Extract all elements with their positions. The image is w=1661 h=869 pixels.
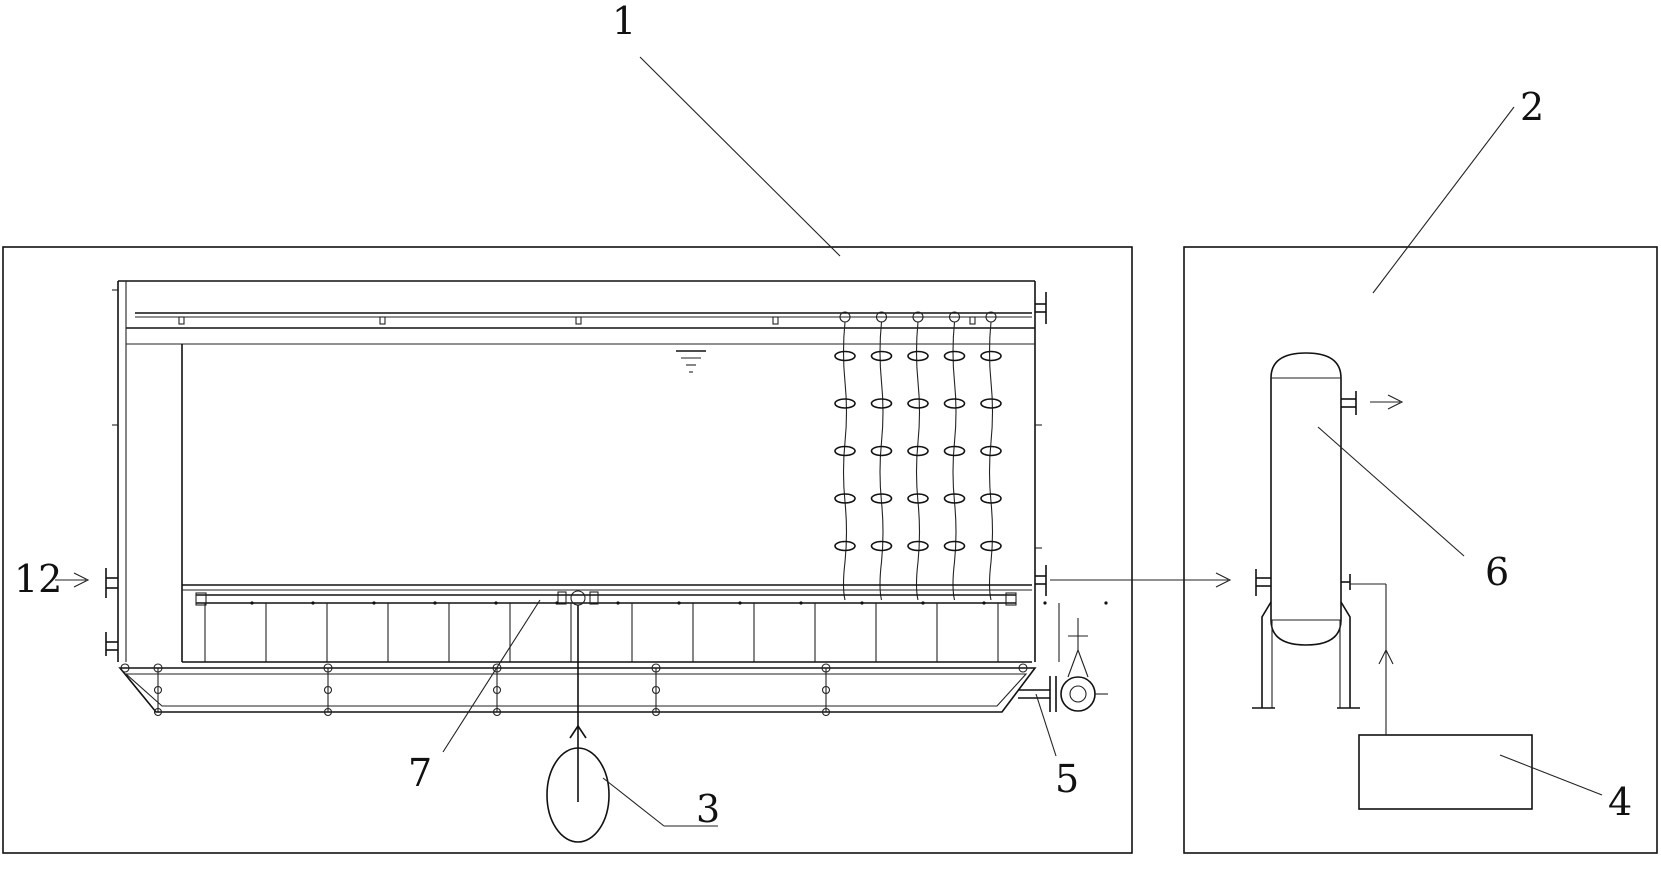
label-3: 3 bbox=[696, 787, 720, 831]
media-ring bbox=[943, 398, 966, 409]
media-ring bbox=[980, 493, 1002, 504]
media-ring bbox=[834, 493, 856, 504]
pipe-node bbox=[433, 601, 437, 605]
media-ring bbox=[943, 445, 966, 457]
hanging-media bbox=[834, 311, 1002, 601]
pipe-node bbox=[250, 601, 254, 605]
pipe-node bbox=[738, 601, 742, 605]
pipe-node bbox=[555, 601, 559, 605]
label-12: 12 bbox=[14, 557, 62, 601]
label-2: 2 bbox=[1520, 85, 1544, 129]
pipe-node bbox=[311, 601, 315, 605]
hanger-string bbox=[915, 321, 921, 601]
pump-icon bbox=[1018, 618, 1108, 712]
leader-lines bbox=[442, 56, 1603, 827]
media-ring bbox=[907, 398, 929, 409]
label-6: 6 bbox=[1485, 550, 1509, 594]
media-ring bbox=[870, 350, 893, 362]
hanger-string bbox=[842, 321, 848, 601]
frame-bolt bbox=[1018, 663, 1028, 673]
media-ring bbox=[980, 445, 1002, 457]
media-ring bbox=[834, 398, 856, 409]
pipe-node bbox=[494, 601, 498, 605]
media-ring bbox=[870, 445, 893, 457]
media-ring bbox=[907, 493, 929, 504]
pipe-node bbox=[799, 601, 803, 605]
media-ring bbox=[980, 350, 1002, 362]
media-ring bbox=[834, 540, 856, 552]
pipe-node bbox=[1104, 601, 1108, 605]
hanger-string bbox=[988, 321, 994, 601]
frame-1 bbox=[2, 246, 1133, 854]
media-ring bbox=[907, 445, 929, 457]
tank bbox=[105, 280, 1047, 662]
label-1: 1 bbox=[612, 0, 636, 43]
media-ring bbox=[907, 540, 929, 552]
air-source bbox=[546, 605, 610, 843]
label-5: 5 bbox=[1055, 757, 1079, 801]
media-ring bbox=[834, 445, 856, 457]
frame-bolt bbox=[120, 663, 130, 673]
pipe-node bbox=[1043, 601, 1047, 605]
hanger-string bbox=[952, 321, 957, 601]
media-ring bbox=[980, 540, 1002, 552]
aeration-pipe bbox=[182, 584, 1108, 663]
pipe-node bbox=[372, 601, 376, 605]
pipe-node bbox=[982, 601, 986, 605]
separator-vessel bbox=[1252, 352, 1360, 709]
pipe-node bbox=[677, 601, 681, 605]
hanger-string bbox=[879, 321, 884, 601]
media-ring bbox=[943, 350, 966, 362]
tank-bottom bbox=[118, 663, 1037, 717]
label-4: 4 bbox=[1608, 780, 1632, 824]
flow-arrow-icon bbox=[55, 394, 1404, 588]
frame-2 bbox=[1183, 246, 1658, 854]
feed-line bbox=[1350, 583, 1394, 735]
media-ring bbox=[907, 350, 929, 362]
media-ring bbox=[834, 350, 856, 362]
water-level-icon bbox=[676, 350, 706, 373]
pipe-node bbox=[921, 601, 925, 605]
reagent-tank bbox=[1358, 734, 1533, 810]
pipe-node bbox=[616, 601, 620, 605]
pipe-node bbox=[860, 601, 864, 605]
media-ring bbox=[980, 398, 1002, 409]
media-ring bbox=[870, 540, 893, 552]
label-7: 7 bbox=[408, 751, 432, 795]
media-ring bbox=[870, 398, 893, 409]
media-ring bbox=[870, 493, 893, 504]
media-ring bbox=[943, 493, 966, 504]
media-ring bbox=[943, 540, 966, 552]
